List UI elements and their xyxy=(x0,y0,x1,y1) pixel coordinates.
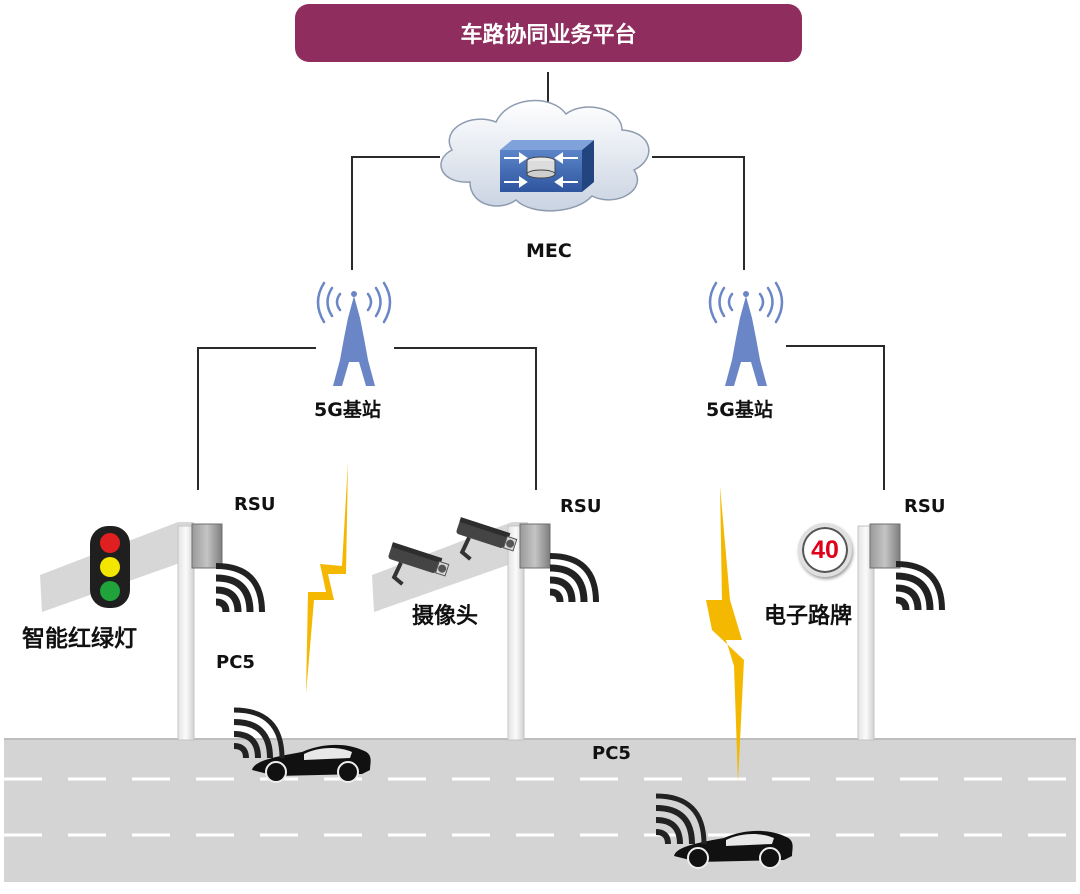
rsu-label-left: RSU xyxy=(234,494,276,515)
middle-pole xyxy=(372,522,551,741)
camera-icon xyxy=(388,542,450,586)
rsu-unit xyxy=(519,523,551,569)
base-station-label-left: 5G基站 xyxy=(314,399,381,421)
camera-icon xyxy=(456,517,518,561)
server-cloud-icon xyxy=(500,140,594,192)
mec-left-bs-line xyxy=(351,156,440,270)
bs1-left-rsu-line xyxy=(197,347,316,490)
car-icon xyxy=(655,793,793,869)
platform-box: 车路协同业务平台 xyxy=(295,4,802,62)
antenna-tower-icon xyxy=(708,281,784,386)
car-icon xyxy=(233,707,371,783)
rsu-label-right: RSU xyxy=(904,496,946,517)
camera-label: 摄像头 xyxy=(412,604,479,629)
rsu-unit xyxy=(191,523,223,569)
rsu-unit xyxy=(869,523,901,569)
speed-limit-sign: 40 xyxy=(798,523,852,577)
platform-title: 车路协同业务平台 xyxy=(460,23,637,48)
rsu-label-middle: RSU xyxy=(560,496,602,517)
bs2-right-rsu-line xyxy=(786,345,885,490)
pc5-label-left: PC5 xyxy=(216,652,255,673)
connection-lines xyxy=(197,72,885,490)
mec-label: MEC xyxy=(526,240,572,262)
pc5-label-road: PC5 xyxy=(592,743,631,764)
base-station-label-right: 5G基站 xyxy=(706,399,773,421)
right-pole xyxy=(857,523,901,741)
bs1-right-rsu-line xyxy=(394,347,537,490)
lightning-icon xyxy=(706,486,744,782)
sign-label: 电子路牌 xyxy=(764,604,853,629)
wireless-signal-icon xyxy=(215,553,945,613)
traffic-light-label: 智能红绿灯 xyxy=(22,626,137,652)
lightning-icon xyxy=(306,462,348,694)
mec-cloud xyxy=(440,99,650,212)
road xyxy=(4,738,1076,882)
speed-limit-value: 40 xyxy=(811,535,839,564)
antenna-tower-icon xyxy=(316,281,392,386)
mec-right-bs-line xyxy=(652,156,745,270)
traffic-light-icon xyxy=(90,526,130,608)
